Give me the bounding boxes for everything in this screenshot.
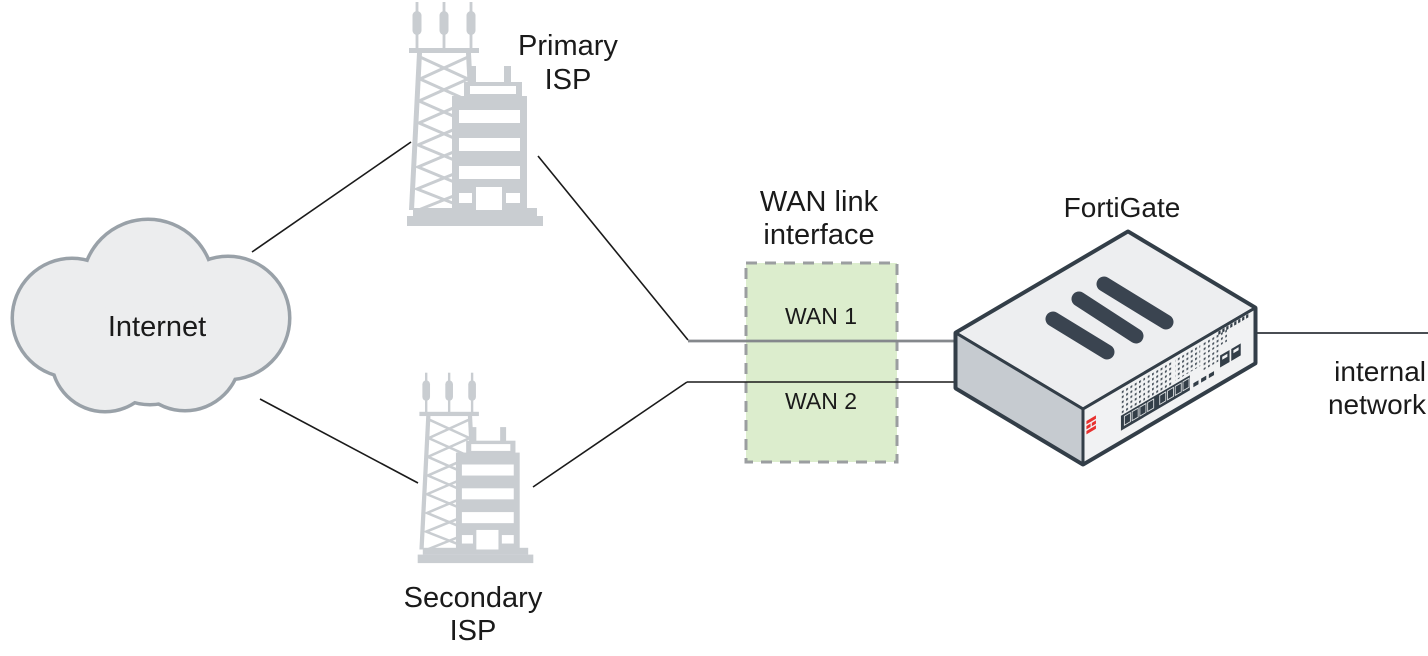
top-vent-slots xyxy=(1045,276,1174,360)
internet-cloud-icon xyxy=(10,217,292,414)
wan2-label: WAN 2 xyxy=(785,388,857,414)
wan-link-interface-label: WAN link interface xyxy=(719,186,919,252)
primary-isp-label-line1: Primary xyxy=(518,30,618,62)
internal-network-label-line1: internal xyxy=(1334,356,1426,387)
fortigate-label: FortiGate xyxy=(1063,192,1181,223)
front-vent-mesh xyxy=(1120,327,1227,416)
primary-isp-label: Primary ISP xyxy=(468,29,668,97)
internal-network-label-line2: network xyxy=(1327,389,1426,420)
secondary-isp-label-line2: ISP xyxy=(449,615,497,647)
line-secondary-isp-to-wan2 xyxy=(532,381,688,488)
line-cloud-to-secondary-isp xyxy=(259,398,419,484)
fortigate-device-icon xyxy=(953,229,1258,467)
wan-link-interface-label-line2: interface xyxy=(763,219,875,251)
line-primary-isp-to-wan1 xyxy=(537,155,689,341)
wan-interface-box xyxy=(744,261,899,464)
primary-isp-label-line2: ISP xyxy=(544,64,592,96)
wan-link-interface-label-line1: WAN link xyxy=(759,186,879,218)
ethernet-ports xyxy=(1120,375,1190,431)
line-cloud-to-primary-isp xyxy=(251,141,412,253)
sfp-ports xyxy=(1220,343,1241,368)
fortinet-logo-icon xyxy=(1086,415,1096,435)
secondary-isp-label: Secondary ISP xyxy=(373,582,573,648)
secondary-isp-icon xyxy=(416,371,535,565)
internet-label: Internet xyxy=(107,311,207,343)
connection-lines xyxy=(251,141,1428,488)
console-ports xyxy=(1193,371,1215,388)
model-text-marks xyxy=(1218,313,1249,335)
internal-network-label: internal network xyxy=(1228,355,1426,421)
secondary-isp-label-line1: Secondary xyxy=(403,582,543,614)
wan1-label: WAN 1 xyxy=(785,303,857,329)
